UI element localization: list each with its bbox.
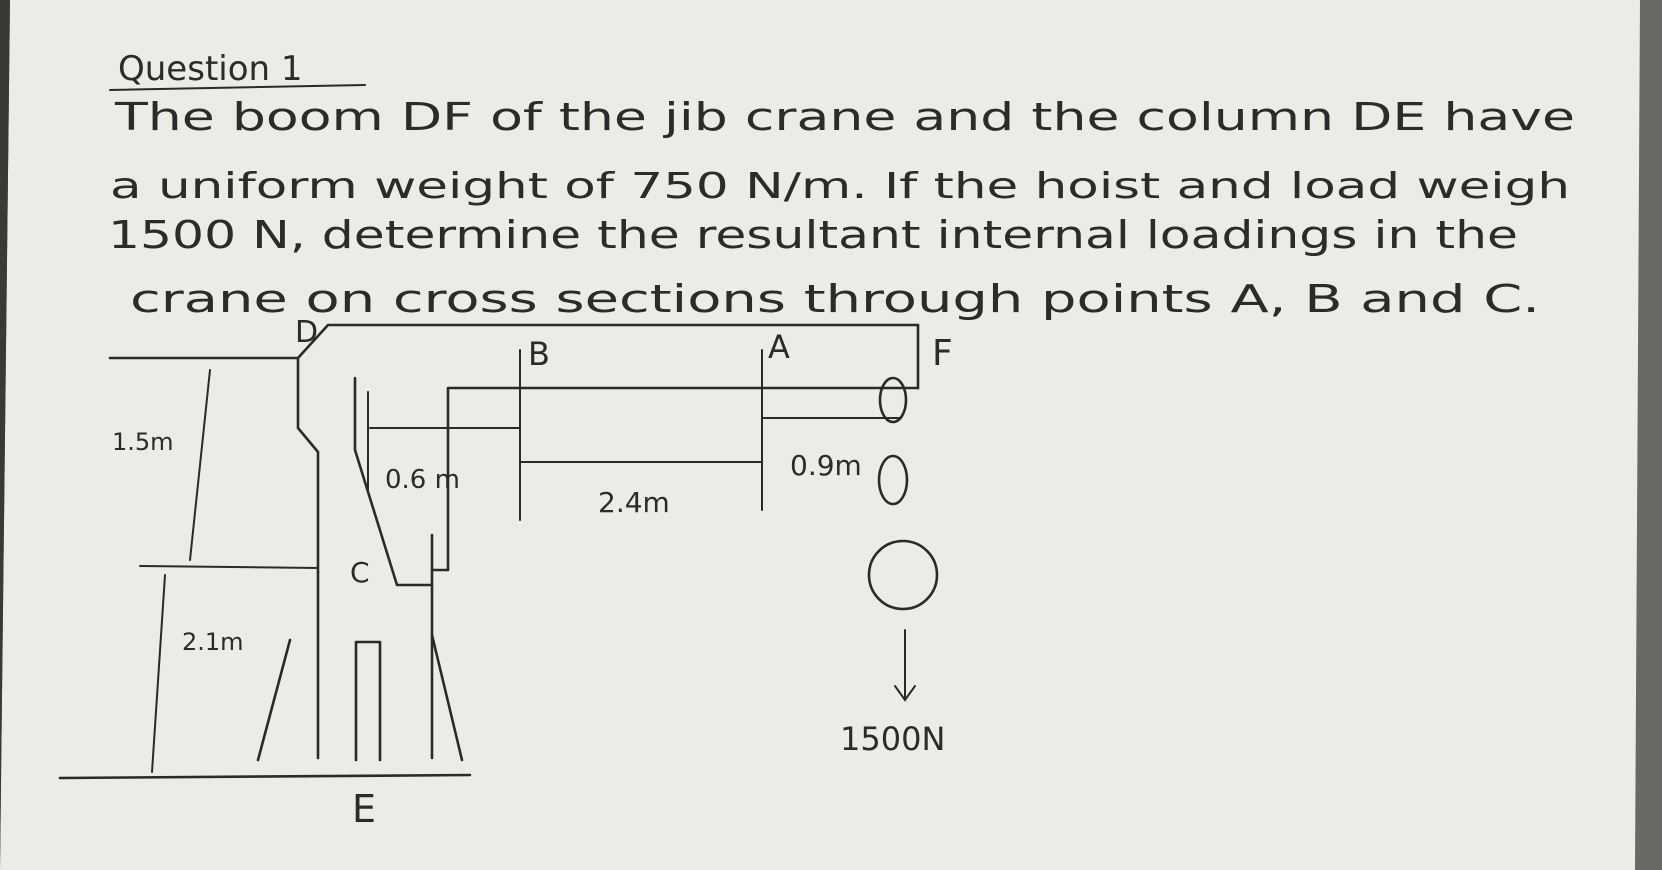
- label-C: C: [350, 556, 370, 589]
- question-line-2: a uniform weight of 750 N/m. If the hois…: [110, 166, 1570, 207]
- label-F: F: [932, 333, 953, 374]
- paper-shadow-left: [0, 0, 10, 870]
- column-left-edge: [296, 356, 320, 574]
- load-arrow-head: [894, 685, 916, 702]
- desk-right: [1640, 0, 1662, 870]
- question-title: Question 1: [118, 49, 303, 89]
- title-underline: [109, 84, 366, 91]
- label-D: D: [295, 315, 318, 350]
- label-load: 1500N: [840, 720, 945, 758]
- level-line-C: [139, 565, 319, 569]
- base-right-brace: [430, 633, 464, 762]
- hoist-chain-link: [878, 376, 908, 424]
- label-B: B: [528, 335, 550, 373]
- hoist-block: [877, 454, 909, 506]
- boom-bottom-edge: [430, 386, 920, 572]
- dim-1-5-line: [189, 369, 211, 561]
- base-door: [354, 640, 382, 762]
- question-line-1: The boom DF of the jib crane and the col…: [114, 95, 1575, 139]
- question-line-4: crane on cross sections through points A…: [130, 277, 1540, 321]
- ground-line: [58, 773, 472, 780]
- crane-figure: D B A F C E 1.5m 2.1m 0.6 m 2.4m 0.9m 15…: [58, 315, 953, 831]
- boom-top-edge: [108, 323, 920, 360]
- dim-2-1-line: [151, 574, 166, 773]
- label-2-1m: 2.1m: [182, 628, 244, 656]
- label-0-9m: 0.9m: [790, 449, 862, 482]
- label-0-6m: 0.6 m: [385, 465, 460, 495]
- column-inner-edge: [353, 376, 434, 587]
- question-line-3: 1500 N, determine the resultant internal…: [108, 213, 1518, 257]
- base-left-brace: [256, 638, 292, 762]
- hoist-load: [867, 539, 939, 611]
- label-A: A: [768, 328, 790, 366]
- label-1-5m: 1.5m: [112, 428, 174, 456]
- label-E: E: [352, 787, 376, 831]
- label-2-4m: 2.4m: [598, 486, 670, 519]
